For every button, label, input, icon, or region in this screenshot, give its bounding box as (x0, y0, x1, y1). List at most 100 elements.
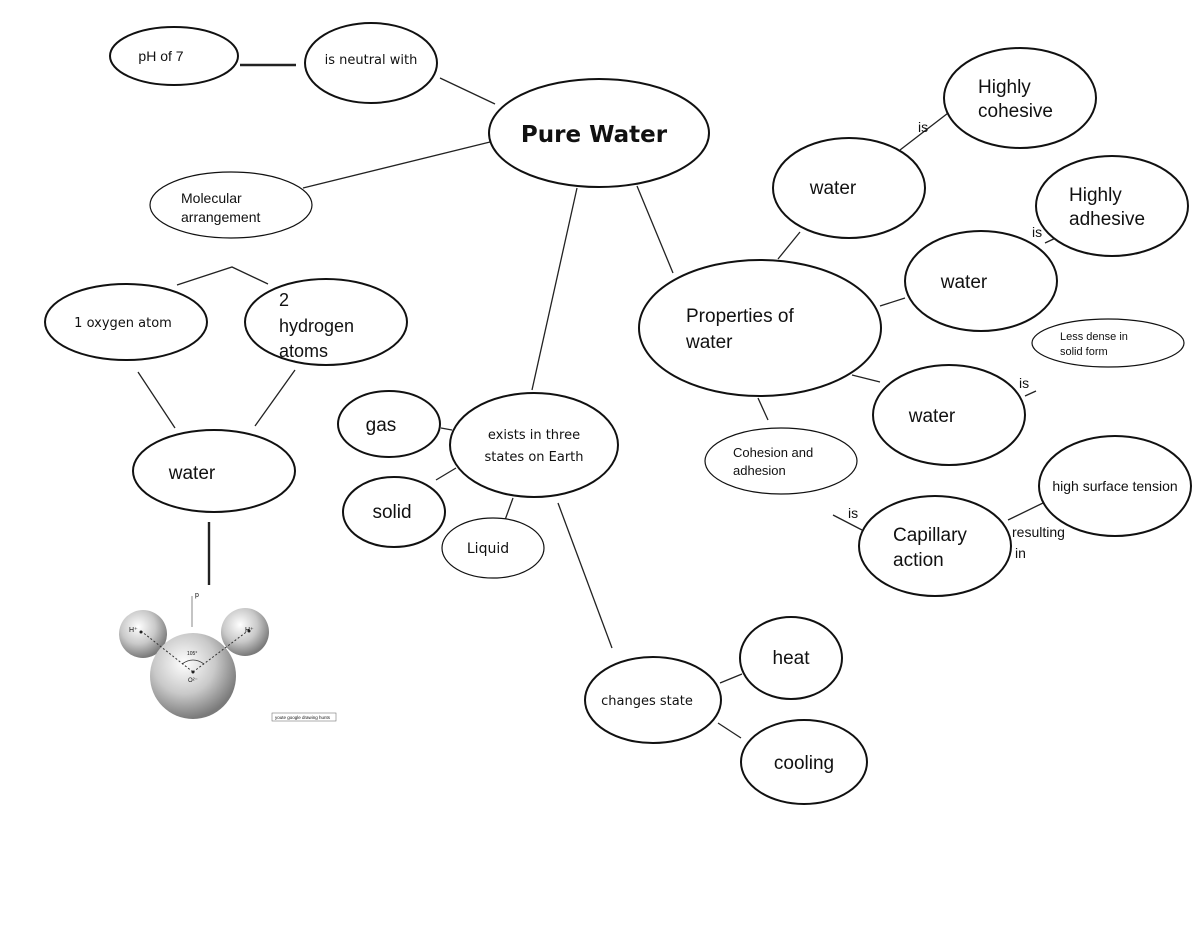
node-hydrogen-line3: atoms (279, 341, 328, 361)
edge-properties-water3 (851, 374, 881, 383)
edge-states-changes (557, 502, 613, 649)
water-molecule-illustration: p H⁺ H⁺ O²⁻ 105° youte google drawing hu… (119, 592, 337, 722)
node-pure-water (488, 78, 710, 188)
node-solid (342, 476, 446, 548)
node-heat (739, 616, 843, 700)
edge-neutral-purewater (439, 77, 496, 105)
node-oxygen-label: 1 oxygen atom (74, 316, 172, 331)
node-water-r2 (904, 230, 1058, 332)
node-water-left (132, 429, 296, 513)
node-gas-label: gas (366, 415, 397, 436)
edge-oxygen-hydrogen (176, 266, 269, 286)
node-states (449, 392, 619, 498)
node-less-dense-line1: Less dense in (1060, 331, 1128, 343)
node-ph7 (109, 26, 239, 86)
node-cooling (740, 719, 868, 805)
caption-text: youte google drawing hunts (275, 715, 331, 720)
node-cohesion-line2: adhesion (733, 463, 786, 478)
node-cohesion (704, 427, 858, 495)
node-less-dense (1031, 318, 1185, 368)
node-states-line2: states on Earth (484, 450, 583, 465)
hydrogen-right-dot (247, 629, 251, 633)
connectors (137, 63, 1061, 739)
hydrogen-right-sphere (221, 608, 269, 656)
angle-label: 105° (187, 651, 197, 657)
edge-hydrogen-water (254, 369, 296, 427)
node-ph7-label: pH of 7 (138, 48, 183, 64)
hydrogen-left-dot (139, 630, 143, 634)
edge-label-is-1: is (918, 119, 928, 135)
node-water-r1-label: water (809, 178, 857, 199)
edge-gas-states (440, 427, 453, 431)
node-molecular-line2: arrangement (181, 209, 260, 225)
node-capillary-line2: action (893, 550, 944, 571)
edge-oxygen-water (137, 371, 176, 429)
caption-box (271, 712, 337, 722)
node-water-r3 (872, 364, 1026, 466)
edge-changes-cooling (717, 722, 742, 739)
node-hydrogen (244, 278, 408, 366)
edge-label-is-3: is (1019, 375, 1029, 391)
node-properties (638, 259, 882, 397)
oxygen-dot (191, 670, 195, 674)
node-capillary-line1: Capillary (893, 525, 967, 546)
node-hydrogen-line2: hydrogen (279, 316, 354, 336)
h-right-label: H⁺ (245, 627, 254, 634)
edge-water3-lessdense (1024, 390, 1037, 397)
edge-properties-water2 (879, 297, 906, 307)
node-states-line1: exists in three (488, 428, 580, 443)
node-surface-tension (1038, 435, 1192, 537)
edge-label-is-4: is (848, 505, 858, 521)
edge-purewater-states (531, 187, 578, 391)
edge-capillary-is (832, 514, 863, 531)
node-solid-label: solid (372, 502, 411, 523)
node-cohesive (943, 47, 1097, 149)
node-adhesive (1035, 155, 1189, 257)
edge-purewater-properties (636, 185, 674, 274)
node-properties-line1: Properties of (686, 306, 794, 327)
node-gas (337, 390, 441, 458)
node-water-r3-label: water (908, 406, 956, 427)
h-left-label: H⁺ (129, 627, 138, 634)
node-changes (584, 656, 722, 744)
node-properties-line2: water (685, 332, 733, 353)
node-neutral (304, 22, 438, 104)
hydrogen-left-sphere (119, 610, 167, 658)
node-molecular-line1: Molecular (181, 190, 242, 206)
node-liquid (441, 517, 545, 579)
edge-water1-cohesive (899, 109, 953, 151)
edge-label-resulting-1: resulting (1012, 524, 1065, 540)
node-adhesive-line2: adhesive (1069, 209, 1145, 230)
node-adhesive-line1: Highly (1069, 185, 1122, 206)
node-oxygen (44, 283, 208, 361)
node-heat-label: heat (773, 648, 811, 669)
edge-solid-states (435, 467, 457, 481)
node-neutral-label: is neutral with (325, 53, 418, 68)
node-hydrogen-line1: 2 (279, 290, 289, 310)
node-changes-label: changes state (601, 694, 693, 709)
edge-label-is-2: is (1032, 224, 1042, 240)
bond-left (140, 630, 194, 673)
node-water-r2-label: water (940, 272, 988, 293)
node-liquid-label: Liquid (467, 541, 509, 557)
edge-capillary-surface (1007, 502, 1044, 521)
node-pure-water-label: Pure Water (521, 122, 668, 148)
o-label: O²⁻ (188, 678, 198, 684)
node-water-left-label: water (168, 463, 216, 484)
edge-changes-heat (719, 673, 743, 684)
node-cohesive-line1: Highly (978, 77, 1031, 98)
node-water-r1 (772, 137, 926, 239)
edge-properties-water1 (777, 231, 801, 260)
node-less-dense-line2: solid form (1060, 346, 1108, 358)
node-molecular (149, 171, 313, 239)
edge-label-resulting-2: in (1015, 545, 1026, 561)
edge-liquid-states (504, 497, 514, 521)
molecule-delta-label: p (195, 592, 199, 599)
edge-purewater-molecular (302, 141, 491, 189)
node-capillary (858, 495, 1012, 597)
edge-properties-cohesion (757, 397, 769, 421)
node-cohesive-line2: cohesive (978, 101, 1053, 122)
node-cohesion-line1: Cohesion and (733, 445, 813, 460)
